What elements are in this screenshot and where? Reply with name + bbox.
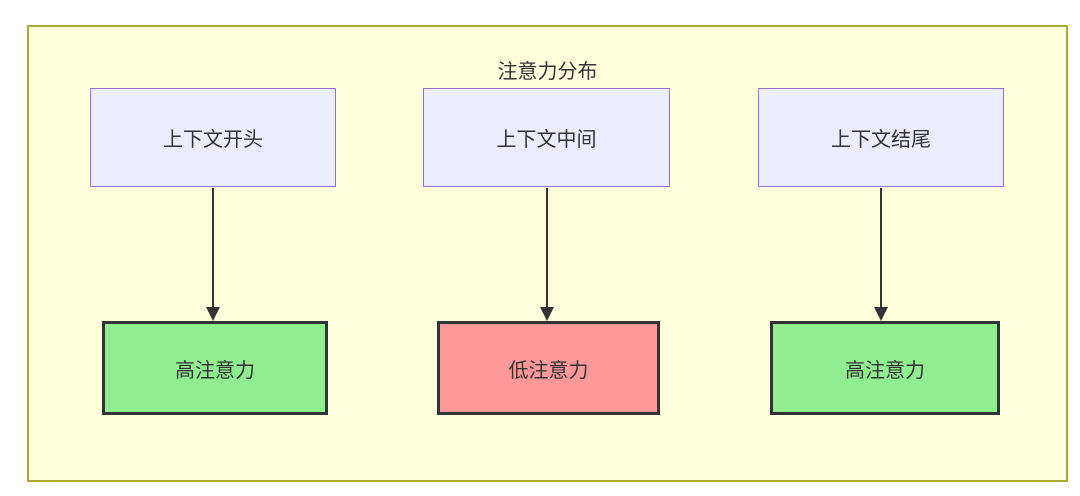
node-context-start: 上下文开头 [90,88,336,187]
node-high-attention-left: 高注意力 [102,321,328,415]
node-low-attention-middle: 低注意力 [437,321,660,415]
node-context-end: 上下文结尾 [758,88,1004,187]
node-high-attention-right: 高注意力 [770,321,1000,415]
cluster-title: 注意力分布 [497,61,598,83]
node-context-middle: 上下文中间 [423,88,670,187]
